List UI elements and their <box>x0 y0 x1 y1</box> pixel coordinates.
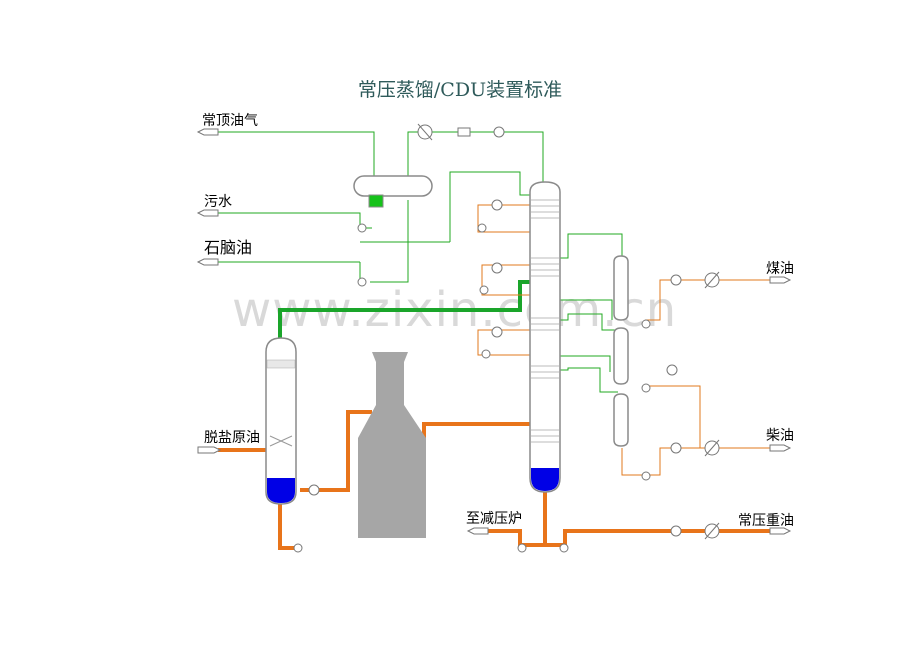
heat-exchangers <box>308 126 682 537</box>
to-furnace-line <box>300 410 372 492</box>
arrow-right-icon <box>769 527 792 535</box>
diesel-pumparound <box>645 385 701 448</box>
exchanger-icon <box>666 364 678 376</box>
reflux-to-column <box>449 171 530 242</box>
exchanger-icon <box>491 262 503 274</box>
pump-icon <box>357 223 367 233</box>
stripper1-vapor <box>560 233 623 259</box>
waste-water-line <box>218 212 372 229</box>
diagram-title: 常压蒸馏/CDU装置标准 <box>357 79 563 101</box>
pump-icon <box>293 543 303 553</box>
stream-arrows <box>197 128 792 535</box>
top-pumparound <box>477 204 530 233</box>
desalter-bottom-line <box>278 500 300 550</box>
arrow-left-icon <box>197 258 219 266</box>
label-desalted-crude: 脱盐原油 <box>204 430 260 446</box>
label-to-vacuum-furnace: 至减压炉 <box>466 511 522 527</box>
pump-icon <box>517 543 527 553</box>
cooler-icon <box>704 271 720 289</box>
label-diesel: 柴油 <box>766 428 794 444</box>
label-waste-water: 污水 <box>204 194 232 210</box>
filter-icon <box>457 127 471 137</box>
arrow-right-icon <box>769 444 792 452</box>
pump-icon <box>481 349 491 359</box>
side-draw-1 <box>560 299 613 320</box>
label-top-gas: 常顶油气 <box>202 113 258 129</box>
arrow-right-icon <box>769 276 792 284</box>
stripper2-vapor <box>560 313 618 331</box>
exchanger-icon <box>491 199 503 211</box>
pump-icon <box>641 471 651 481</box>
atmospheric-column <box>529 181 561 493</box>
side-draw-2 <box>560 355 611 372</box>
pump-icon <box>559 543 569 553</box>
top-gas-line <box>218 131 375 178</box>
pump-icon <box>477 223 487 233</box>
exchanger-icon <box>670 525 682 537</box>
exchanger-icon <box>670 442 682 454</box>
overhead-lines <box>218 131 623 393</box>
stripper-2 <box>613 327 629 385</box>
pump-icon <box>641 383 651 393</box>
stripper-3 <box>613 393 629 447</box>
pump-icon <box>357 277 367 287</box>
stripper3-vapor <box>560 367 618 393</box>
side-strippers <box>613 255 629 447</box>
pump-icon <box>479 285 489 295</box>
low-pumparound <box>477 329 530 356</box>
pump-icon <box>641 319 651 329</box>
stripper-1 <box>613 255 629 321</box>
label-atm-residue: 常压重油 <box>738 513 794 529</box>
column-overhead-line <box>407 131 544 186</box>
mid-pumparound <box>481 264 530 296</box>
atmospheric-furnace <box>358 352 426 538</box>
air-coolers <box>417 123 720 540</box>
overhead-accumulator <box>353 175 433 208</box>
label-naphtha: 石脑油 <box>204 238 253 257</box>
exchanger-icon <box>308 484 320 496</box>
cooler-icon <box>704 522 720 540</box>
furnace-out-line <box>422 422 530 440</box>
residue-line <box>545 529 770 547</box>
exchanger-icon <box>491 326 503 338</box>
label-kerosene: 煤油 <box>766 261 794 277</box>
pumps <box>293 223 651 553</box>
reflux-line <box>370 200 409 283</box>
stripper3-bottom <box>621 448 645 476</box>
exchanger-icon <box>493 126 505 138</box>
desalter-vessel <box>265 337 297 505</box>
crude-vapor-line <box>278 280 530 340</box>
exchanger-icon <box>670 274 682 286</box>
arrow-right-icon <box>197 446 222 454</box>
cooler-icon <box>417 123 433 141</box>
arrow-left-icon <box>467 527 489 535</box>
cooler-icon <box>704 439 720 457</box>
